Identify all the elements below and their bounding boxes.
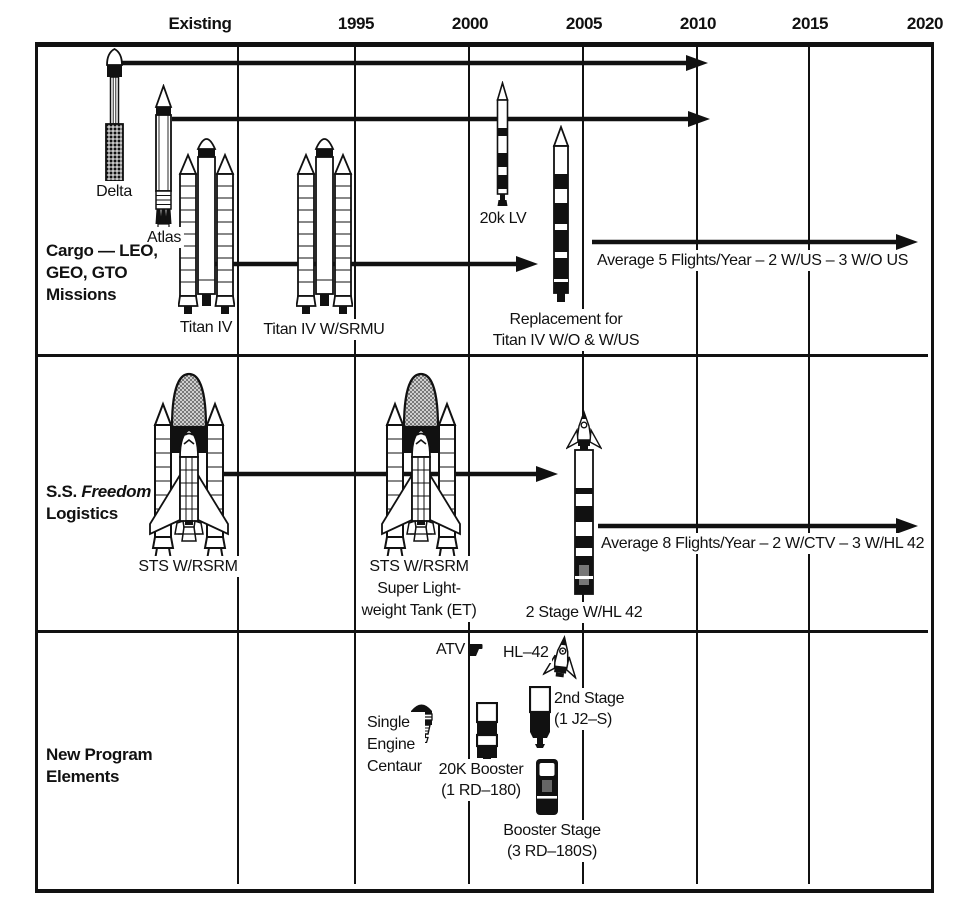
chart-frame xyxy=(35,42,934,893)
sts-shuttle-art-2 xyxy=(374,371,468,563)
row-title-freedom: S.S. Freedom Logistics xyxy=(46,482,152,523)
label-2-stage-hl42: 2 Stage W/HL 42 xyxy=(522,602,646,623)
label-replacement: Replacement for Titan IV W/O & W/US xyxy=(489,309,643,351)
axis-label-2015: 2015 xyxy=(791,14,829,33)
hl42-spaceplane-icon xyxy=(541,633,581,681)
axis-label-2010: 2010 xyxy=(679,14,717,33)
label-atlas: Atlas xyxy=(143,227,185,248)
second-stage-icon xyxy=(528,685,552,749)
note-average-8-flights: Average 8 Flights/Year – 2 W/CTV – 3 W/H… xyxy=(598,533,928,554)
axis-label-existing: Existing xyxy=(168,14,232,33)
booster-stage-icon xyxy=(535,758,559,818)
label-delta: Delta xyxy=(93,181,135,202)
atlas-rocket-art xyxy=(146,83,181,231)
axis-label-1995: 1995 xyxy=(337,14,375,33)
sts-shuttle-art-1 xyxy=(142,371,236,563)
gridline-1990 xyxy=(237,42,239,884)
note-average-5-flights: Average 5 Flights/Year – 2 W/US – 3 W/O … xyxy=(594,250,912,271)
atv-icon xyxy=(463,643,483,657)
label-sts-rsrm-slwt: STS W/RSRM Super Light- weight Tank (ET) xyxy=(358,556,480,622)
delta-rocket-art xyxy=(97,47,132,185)
titan4-rocket-art xyxy=(178,128,235,316)
titan4-srmu-rocket-art xyxy=(296,128,353,316)
label-20k-booster: 20K Booster (1 RD–180) xyxy=(435,759,527,801)
gridline-1995 xyxy=(354,42,356,884)
label-2nd-stage: 2nd Stage (1 J2–S) xyxy=(551,688,628,730)
axis-label-2020: 2020 xyxy=(906,14,944,33)
row-title-cargo: Cargo — LEO, GEO, GTO Missions xyxy=(46,241,158,304)
axis-label-2000: 2000 xyxy=(451,14,489,33)
gridline-2015 xyxy=(808,42,810,884)
row-separator-1 xyxy=(35,354,928,357)
label-titan-iv: Titan IV xyxy=(176,317,236,338)
label-atv: ATV xyxy=(428,639,468,660)
label-hl42: HL–42 xyxy=(500,642,552,663)
20k-booster-icon xyxy=(475,701,499,764)
gridline-2000 xyxy=(468,42,470,884)
20k-lv-rocket-art xyxy=(493,80,512,207)
label-sts-rsrm: STS W/RSRM xyxy=(135,556,241,577)
row-title-new-program: New Program Elements xyxy=(46,745,153,786)
label-booster-stage: Booster Stage (3 RD–180S) xyxy=(500,820,604,862)
gridline-2010 xyxy=(696,42,698,884)
label-titan-iv-srmu: Titan IV W/SRMU xyxy=(260,319,388,340)
axis-label-2005: 2005 xyxy=(565,14,603,33)
row-separator-2 xyxy=(35,630,928,633)
label-single-engine-centaur: Single Engine Centaur xyxy=(364,712,425,778)
two-stage-hl42-rocket-art xyxy=(565,409,603,600)
replacement-rocket-art xyxy=(546,124,576,305)
label-20k-lv: 20k LV xyxy=(476,208,530,229)
